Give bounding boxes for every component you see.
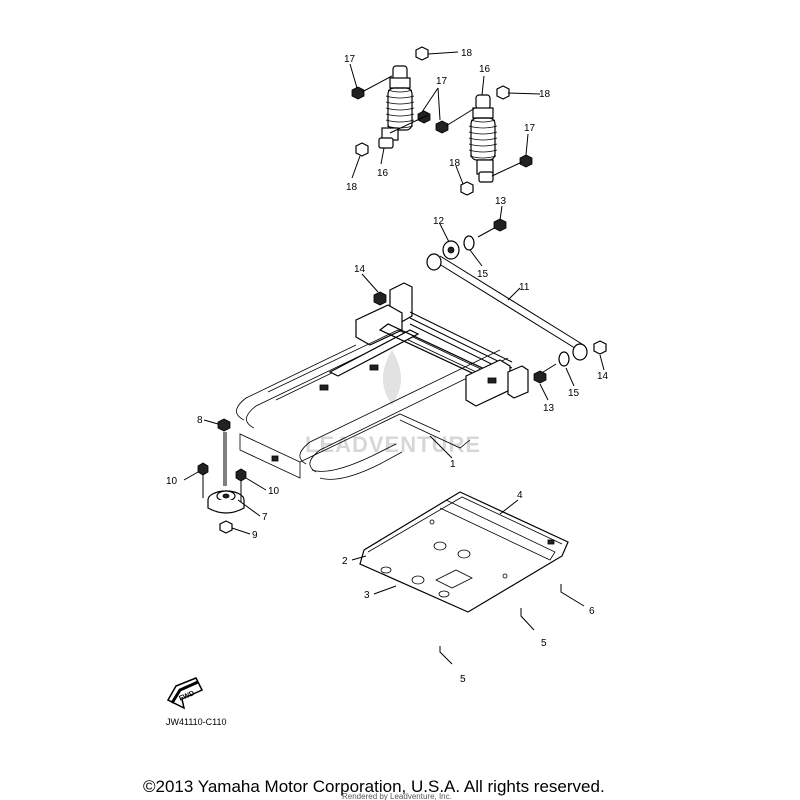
clip-5-a (439, 646, 453, 665)
callout-labels: 17 18 17 16 18 18 16 18 17 13 12 15 11 1… (166, 48, 609, 685)
clip-5-b (520, 608, 535, 631)
callout-17-c: 17 (524, 123, 536, 134)
callout-1: 1 (450, 459, 456, 470)
callout-3: 3 (364, 590, 370, 601)
watermark: LEADVENTURE (305, 350, 481, 457)
bolt-17-c (435, 107, 476, 134)
callout-14-a: 14 (354, 264, 366, 275)
callout-8: 8 (197, 415, 203, 426)
frame (236, 282, 529, 480)
callout-10-b: 10 (268, 486, 280, 497)
engine-mount (207, 490, 245, 514)
callout-15-b: 15 (568, 388, 580, 399)
watermark-text: LEADVENTURE (305, 432, 481, 457)
bolt-8 (217, 418, 231, 486)
callout-18-c: 18 (539, 89, 551, 100)
callout-6: 6 (589, 606, 595, 617)
shock-absorber-right (468, 94, 498, 183)
shock-absorber-left (378, 65, 415, 149)
callout-11: 11 (519, 282, 530, 293)
callout-18-b: 18 (346, 182, 358, 193)
bolt-13-a (477, 218, 507, 238)
callout-14-b: 14 (597, 371, 609, 382)
bolt-17-d (491, 154, 533, 177)
callout-13-b: 13 (543, 403, 555, 414)
callout-2: 2 (342, 556, 348, 567)
leader-lines (183, 51, 605, 595)
callout-16-b: 16 (377, 168, 389, 179)
callout-9: 9 (252, 530, 258, 541)
bolt-13-b (533, 363, 557, 384)
nut-14-a (373, 291, 387, 306)
nut-18-d (460, 181, 474, 196)
nut-18-b (355, 142, 369, 157)
callout-7: 7 (262, 512, 268, 523)
nut-14-b (593, 340, 607, 355)
callout-17-a: 17 (344, 54, 356, 65)
callout-13-a: 13 (495, 196, 507, 207)
washer-15-b (558, 351, 570, 367)
callout-17-b: 17 (436, 76, 448, 87)
bolt-10-a (197, 462, 209, 498)
callout-5-a: 5 (541, 638, 547, 649)
callout-18-a: 18 (461, 48, 473, 59)
diagram-code: JW41110-C110 (166, 717, 227, 727)
bolt-17-a (351, 75, 393, 100)
washer-15-a (463, 235, 475, 251)
callout-10-a: 10 (166, 476, 178, 487)
callout-12: 12 (433, 216, 445, 227)
bolt-17-b (389, 110, 431, 134)
callout-15-a: 15 (477, 269, 489, 280)
nut-18-c (496, 85, 510, 100)
rendered-by-credit: Rendered by Leadventure, Inc. (342, 792, 452, 800)
rear-rod (426, 253, 588, 361)
nut-9 (219, 520, 233, 534)
nut-18-a (415, 46, 429, 61)
copyright-notice: ©2013 Yamaha Motor Corporation, U.S.A. A… (143, 777, 605, 796)
skid-plate (359, 491, 569, 613)
fwd-arrow-icon: FWD (166, 677, 204, 710)
bushing-12 (442, 240, 460, 260)
callout-4: 4 (517, 490, 523, 501)
callout-16-a: 16 (479, 64, 491, 75)
callout-18-d: 18 (449, 158, 461, 169)
clip-6 (560, 584, 585, 607)
callout-5-b: 5 (460, 674, 466, 685)
